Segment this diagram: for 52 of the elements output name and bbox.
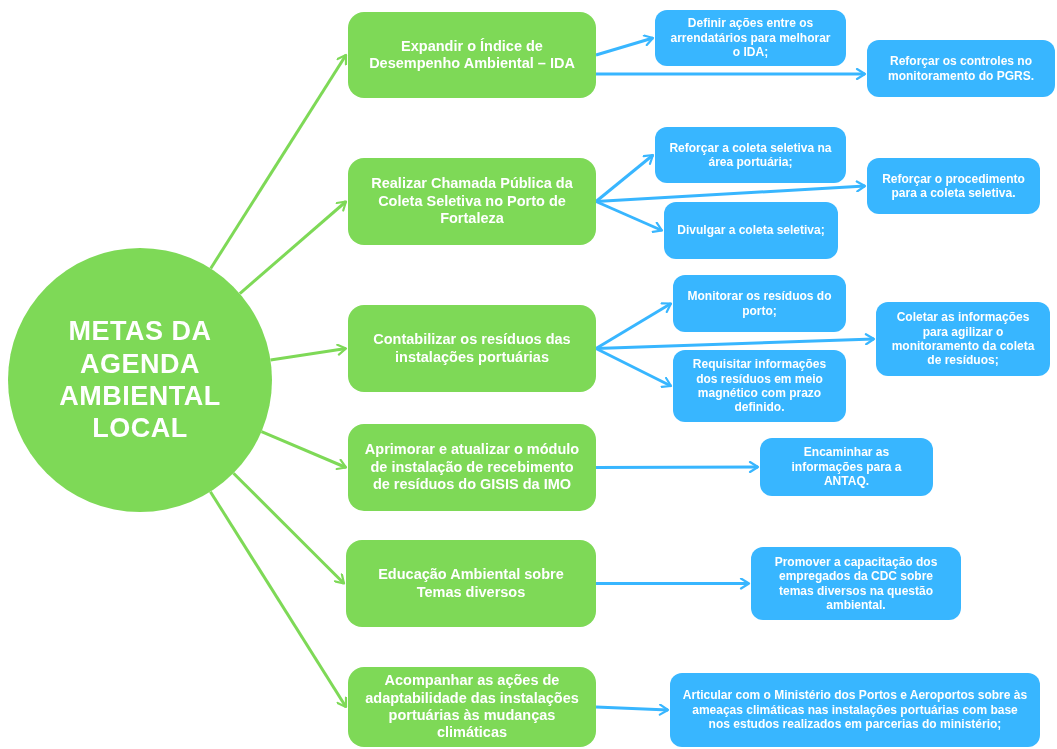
node-text: Articular com o Ministério dos Portos e Aeroportos sobre às ameaças climáticas nas instalações portuárias com base nos estudos realizados em parcerias do ministério; [682, 688, 1028, 732]
action-box [655, 127, 846, 183]
arrow [595, 34, 655, 57]
arrow [238, 200, 348, 295]
action-box [867, 40, 1055, 97]
goal-box [346, 540, 596, 627]
arrow [595, 347, 673, 388]
arrow [596, 67, 867, 81]
node-text: Educação Ambiental sobre Temas diversos [377, 566, 565, 601]
action-box [760, 438, 933, 496]
arrow [260, 430, 348, 471]
action-box [876, 302, 1050, 376]
goal-box [348, 12, 596, 98]
goal-box [348, 158, 596, 245]
arrow [596, 460, 760, 474]
action-box [673, 275, 846, 332]
node-text: Promover a capacitação dos empregados da CDC sobre temas diversos na questão ambiental. [773, 554, 939, 613]
goal-box [348, 667, 596, 747]
node-text: Reforçar a coleta seletiva na área portuária; [668, 140, 833, 170]
action-box [867, 158, 1040, 214]
node-text: Requisitar informações dos resíduos em meio magnético com prazo definido. [691, 357, 828, 415]
arrow [270, 343, 348, 362]
action-box [670, 673, 1040, 747]
node-text: Acompanhar as ações de adaptabilidade das instalações portuárias às mudanças climáticas [364, 672, 580, 742]
node-text: Contabilizar os resíduos das instalações portuárias [372, 331, 572, 366]
node-text: Reforçar os controles no monitoramento do PGRS. [887, 54, 1035, 83]
node-text: Aprimorar e atualizar o módulo de instalação de recebimento de resíduos do GISIS da IMO [363, 441, 581, 494]
node-text: Coletar as informações para agilizar o monitoramento da coleta de resíduos; [890, 310, 1036, 368]
node-text: Divulgar a coleta seletiva; [677, 223, 825, 238]
node-text: METAS DA AGENDA AMBIENTAL LOCAL [58, 315, 222, 445]
arrow [595, 180, 867, 203]
node-text: Encaminhar as informações para a ANTAQ. [790, 445, 903, 489]
action-box [673, 350, 846, 422]
arrow [232, 472, 346, 585]
action-box [751, 547, 961, 620]
action-box [664, 202, 838, 259]
arrow [209, 490, 348, 709]
arrow [596, 577, 751, 590]
node-text: Definir ações entre os arrendatários para melhorar o IDA; [669, 16, 832, 60]
arrow [595, 153, 655, 203]
goal-box [348, 305, 596, 392]
arrow [595, 703, 670, 716]
node-text: Monitorar os resíduos do porto; [686, 289, 833, 318]
arrow [595, 302, 673, 350]
arrow [595, 333, 876, 350]
action-box [655, 10, 846, 66]
arrow [595, 200, 664, 233]
goal-box [348, 424, 596, 511]
arrow [209, 53, 348, 270]
node-text: Realizar Chamada Pública da Coleta Seletiva no Porto de Fortaleza [370, 175, 574, 228]
node-text: Expandir o Índice de Desempenho Ambiental – IDA [368, 37, 576, 73]
node-text: Reforçar o procedimento para a coleta seletiva. [881, 171, 1026, 201]
